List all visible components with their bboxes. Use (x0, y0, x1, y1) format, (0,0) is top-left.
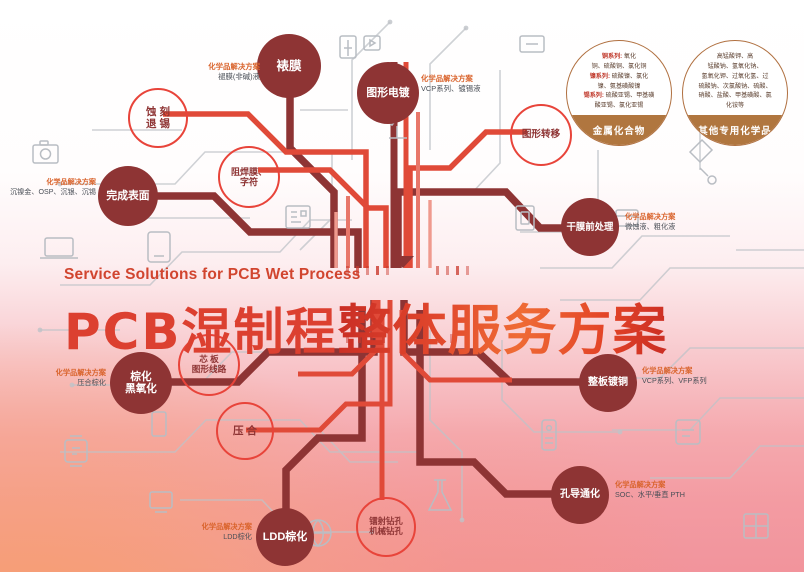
node-图形电镀[interactable]: 图形电镀 (357, 62, 419, 124)
tablet-icon (147, 231, 171, 263)
node-label-line1: 镭射钻孔 (369, 516, 403, 527)
flask-icon (427, 479, 453, 511)
server-icon (285, 205, 311, 229)
badge-line: 高锰酸钾、高 (716, 53, 754, 60)
watch-icon (64, 435, 88, 467)
annotation-LDD棕化: 化学品解决方案 LDD棕化 (158, 522, 252, 541)
display-icon (149, 491, 173, 513)
node-label-line2: 字符 (239, 177, 258, 187)
node-label: 整板镀铜 (588, 377, 628, 389)
badge-line: 化铵等 (725, 102, 745, 110)
node-label-line1: 阻焊膜、 (230, 166, 267, 177)
node-压合[interactable]: 压 合 (216, 402, 274, 460)
badge-other-chemicals[interactable]: 高锰酸钾、高 锰酸钠、氢氧化钠、 氢氧化钾、过氧化氢、过 硫酸钠、次氯酸钠、硫酸… (682, 40, 788, 146)
node-干膜前处理[interactable]: 干膜前处理 (561, 198, 619, 256)
node-孔导通化[interactable]: 孔导通化 (551, 466, 609, 524)
annotation-heading: 化学品解决方案 (615, 480, 666, 489)
node-label-line1: 芯 板 (199, 354, 219, 365)
annotation-heading: 化学品解决方案 (642, 366, 693, 375)
badge-line: 锰酸钠、氢氧化钠、 (707, 62, 763, 70)
node-整板镀铜[interactable]: 整板镀铜 (579, 354, 637, 412)
chip-icon (515, 205, 535, 231)
annotation-整板镀铜: 化学品解决方案 VCP系列、VFP系列 (642, 366, 762, 385)
annotation-body: LDD棕化 (223, 531, 252, 541)
annotation-body: 压合棕化 (77, 377, 106, 387)
badge-line: 铜、硫酸铜、氯化铜 (591, 62, 647, 70)
node-label-line2: 图形线路 (191, 364, 227, 374)
annotation-干膜前处理: 化学品解决方案 微蚀液、粗化液 (625, 212, 735, 231)
annotation-孔导通化: 化学品解决方案 SOC、水平/垂直 PTH (615, 480, 745, 499)
badge-metal-compounds[interactable]: 铜系列: 氧化 铜、硫酸铜、氯化铜 镍系列: 硫酸镍、氯化 镍、氨基磺酸镍 锡系… (566, 40, 672, 146)
annotation-heading: 化学品解决方案 (55, 368, 106, 377)
grid-icon (743, 513, 769, 539)
badge-line: 镍系列: 硫酸镍、氯化 (589, 72, 649, 80)
node-LDD棕化[interactable]: LDD棕化 (256, 508, 314, 566)
badge-line: 镍、氨基磺酸镍 (597, 82, 641, 90)
badge-body: 高锰酸钾、高 锰酸钠、氢氧化钠、 氢氧化钾、过氧化氢、过 硫酸钠、次氯酸钠、硫酸… (683, 41, 787, 115)
node-芯板图形线路[interactable]: 芯 板 图形线路 (178, 334, 240, 396)
node-label: 裱膜 (276, 58, 302, 73)
annotation-body: VCP系列、镀锡液 (421, 83, 481, 93)
title-part-2: 整体服务方案 (337, 299, 668, 362)
title-block: Service Solutions for PCB Wet Process PC… (64, 266, 667, 365)
square-icon (675, 419, 701, 445)
slider-icon (339, 35, 357, 59)
badge-body: 铜系列: 氧化 铜、硫酸铜、氯化铜 镍系列: 硫酸镍、氯化 镍、氨基磺酸镍 锡系… (567, 41, 671, 115)
node-钻孔[interactable]: 镭射钻孔 机械钻孔 (356, 497, 416, 557)
node-label-line1: 棕化 (130, 370, 152, 383)
play-icon (363, 35, 381, 51)
annotation-body: 褪膜(非碱)液 (218, 71, 260, 81)
annotation-棕化: 化学品解决方案 压合棕化 (12, 368, 106, 387)
node-label: 图形电镀 (366, 86, 410, 99)
node-棕化黑氧化[interactable]: 棕化 黑氧化 (110, 352, 172, 414)
node-label-line2: 退 锡 (146, 118, 170, 130)
annotation-body: 微蚀液、粗化液 (625, 221, 676, 231)
phone-icon (151, 411, 167, 437)
node-蚀刻退锡[interactable]: 蚀 刻 退 锡 (128, 88, 188, 148)
main-title: PCB湿制程整体服务方案 (64, 286, 667, 365)
camera-icon (32, 140, 59, 164)
node-label: 完成表面 (106, 189, 150, 202)
node-label: 压 合 (233, 424, 257, 437)
node-label: 孔导通化 (560, 489, 600, 501)
node-阻焊膜字符[interactable]: 阻焊膜、 字符 (218, 146, 280, 208)
node-裱膜[interactable]: 裱膜 (257, 34, 321, 98)
node-图形转移[interactable]: 图形转移 (510, 104, 572, 166)
annotation-图形电镀: 化学品解决方案 VCP系列、镀锡液 (421, 74, 539, 94)
subtitle-english: Service Solutions for PCB Wet Process (64, 266, 361, 283)
satellite-icon (688, 138, 717, 185)
badge-line: 硝酸、盐酸、甲基磺酸、氯 (698, 92, 772, 100)
badge-line: 硫酸钠、次氯酸钠、硫酸、 (698, 82, 772, 90)
badge-line: 酸亚锡、氯化亚锡 (594, 102, 644, 110)
node-label: 干膜前处理 (566, 220, 614, 232)
annotation-body: VCP系列、VFP系列 (642, 375, 707, 385)
arrow-down-icon (392, 256, 414, 268)
annotation-裱膜: 化学品解决方案 褪膜(非碱)液 (150, 62, 260, 82)
annotation-body: 沉镍金、OSP、沉银、沉锡 (10, 187, 96, 196)
annotation-body: SOC、水平/垂直 PTH (615, 489, 685, 499)
node-label-line2: 黑氧化 (125, 383, 157, 395)
annotation-heading: 化学品解决方案 (46, 178, 96, 186)
annotation-heading: 化学品解决方案 (208, 62, 260, 71)
laptop-icon (40, 237, 78, 259)
badge-line: 锡系列: 硫酸亚锡、甲基磺 (583, 92, 655, 100)
annotation-heading: 化学品解决方案 (625, 212, 676, 221)
node-完成表面[interactable]: 完成表面 (98, 166, 158, 226)
badge-line: 氢氧化钾、过氧化氢、过 (701, 72, 769, 80)
title-part-1: PCB湿制程 (64, 303, 338, 361)
node-label: LDD棕化 (262, 530, 308, 543)
badge-line: 铜系列: 氧化 (601, 53, 637, 60)
annotation-heading: 化学品解决方案 (421, 74, 473, 83)
node-label: 图形转移 (521, 129, 561, 141)
annotation-heading: 化学品解决方案 (201, 522, 252, 531)
annotation-完成表面: 化学品解决方案 沉镍金、OSP、沉银、沉锡 (2, 178, 96, 197)
node-label-line1: 蚀 刻 (146, 105, 170, 118)
node-label-line2: 机械钻孔 (369, 526, 403, 536)
remote-icon (541, 419, 557, 451)
rectangle-icon (519, 35, 545, 53)
